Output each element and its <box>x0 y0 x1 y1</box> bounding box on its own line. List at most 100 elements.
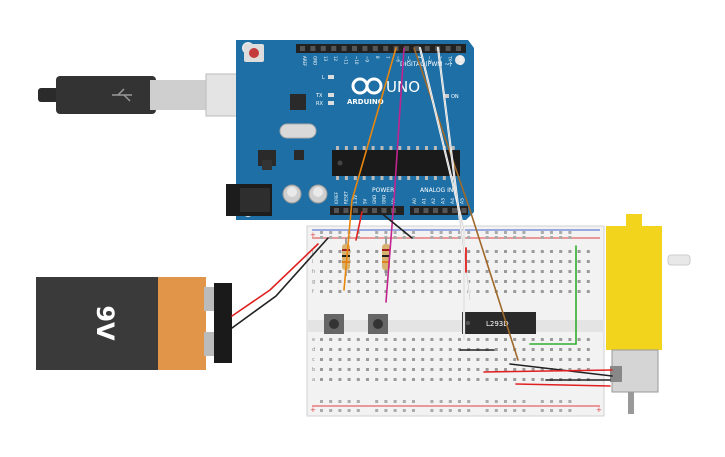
breadboard-hole[interactable] <box>586 270 590 273</box>
breadboard-hole[interactable] <box>439 378 443 381</box>
rail-hole[interactable] <box>320 409 323 412</box>
breadboard-hole[interactable] <box>421 260 425 263</box>
breadboard-hole[interactable] <box>384 358 388 361</box>
breadboard-hole[interactable] <box>550 338 553 341</box>
rail-hole[interactable] <box>384 236 388 239</box>
breadboard-hole[interactable] <box>320 290 323 293</box>
breadboard-hole[interactable] <box>476 250 480 253</box>
breadboard-hole[interactable] <box>467 250 471 253</box>
breadboard-hole[interactable] <box>448 280 452 283</box>
breadboard-hole[interactable] <box>522 348 526 351</box>
breadboard-hole[interactable] <box>476 290 480 293</box>
breadboard-hole[interactable] <box>568 280 572 283</box>
breadboard-hole[interactable] <box>577 368 581 371</box>
rail-hole[interactable] <box>522 236 526 239</box>
rail-hole[interactable] <box>402 400 406 403</box>
breadboard-hole[interactable] <box>476 358 480 361</box>
breadboard-hole[interactable] <box>586 338 590 341</box>
breadboard-hole[interactable] <box>577 280 581 283</box>
breadboard-hole[interactable] <box>531 250 535 253</box>
breadboard-hole[interactable] <box>402 290 406 293</box>
rail-hole[interactable] <box>522 409 526 412</box>
breadboard-hole[interactable] <box>430 358 434 361</box>
breadboard-hole[interactable] <box>347 378 351 381</box>
breadboard-hole[interactable] <box>329 368 333 371</box>
breadboard-hole[interactable] <box>531 368 535 371</box>
rail-hole[interactable] <box>522 400 526 403</box>
rail-hole[interactable] <box>393 409 397 412</box>
breadboard-hole[interactable] <box>513 270 517 273</box>
breadboard-hole[interactable] <box>338 378 342 381</box>
breadboard-hole[interactable] <box>448 368 452 371</box>
breadboard-hole[interactable] <box>393 338 397 341</box>
breadboard-hole[interactable] <box>439 270 443 273</box>
breadboard-hole[interactable] <box>458 270 461 273</box>
breadboard-hole[interactable] <box>513 358 517 361</box>
breadboard-hole[interactable] <box>522 270 526 273</box>
rail-hole[interactable] <box>375 231 379 234</box>
rail-hole[interactable] <box>375 409 379 412</box>
rail-hole[interactable] <box>375 236 379 239</box>
rail-hole[interactable] <box>402 409 406 412</box>
rail-hole[interactable] <box>356 236 360 239</box>
breadboard-hole[interactable] <box>366 250 369 253</box>
breadboard-hole[interactable] <box>393 368 397 371</box>
breadboard-hole[interactable] <box>421 270 425 273</box>
breadboard-hole[interactable] <box>577 250 581 253</box>
rail-hole[interactable] <box>559 236 563 239</box>
breadboard-hole[interactable] <box>448 270 452 273</box>
breadboard-hole[interactable] <box>412 358 415 361</box>
breadboard-hole[interactable] <box>338 348 342 351</box>
rail-hole[interactable] <box>559 400 563 403</box>
breadboard-hole[interactable] <box>421 338 425 341</box>
breadboard-hole[interactable] <box>485 378 489 381</box>
breadboard-hole[interactable] <box>356 368 360 371</box>
breadboard-hole[interactable] <box>402 348 406 351</box>
rail-hole[interactable] <box>338 400 342 403</box>
rail-hole[interactable] <box>494 231 498 234</box>
breadboard-hole[interactable] <box>485 250 489 253</box>
breadboard-hole[interactable] <box>366 280 369 283</box>
breadboard-hole[interactable] <box>467 378 471 381</box>
breadboard-hole[interactable] <box>375 260 379 263</box>
breadboard-hole[interactable] <box>439 280 443 283</box>
breadboard-hole[interactable] <box>356 260 360 263</box>
rail-hole[interactable] <box>384 231 388 234</box>
breadboard-hole[interactable] <box>513 260 517 263</box>
breadboard-hole[interactable] <box>494 358 498 361</box>
breadboard-hole[interactable] <box>375 270 379 273</box>
breadboard-hole[interactable] <box>458 250 461 253</box>
breadboard-hole[interactable] <box>522 378 526 381</box>
breadboard-hole[interactable] <box>559 250 563 253</box>
breadboard-hole[interactable] <box>467 260 471 263</box>
rail-hole[interactable] <box>412 400 415 403</box>
breadboard-hole[interactable] <box>476 270 480 273</box>
breadboard-hole[interactable] <box>531 280 535 283</box>
breadboard-hole[interactable] <box>531 260 535 263</box>
breadboard-hole[interactable] <box>467 270 471 273</box>
breadboard-hole[interactable] <box>494 260 498 263</box>
breadboard-hole[interactable] <box>522 338 526 341</box>
breadboard-hole[interactable] <box>430 280 434 283</box>
breadboard-hole[interactable] <box>513 338 517 341</box>
breadboard-hole[interactable] <box>586 260 590 263</box>
breadboard-hole[interactable] <box>347 270 351 273</box>
breadboard-hole[interactable] <box>458 378 461 381</box>
breadboard-hole[interactable] <box>540 270 544 273</box>
breadboard-hole[interactable] <box>366 368 369 371</box>
breadboard-hole[interactable] <box>320 280 323 283</box>
breadboard-hole[interactable] <box>430 378 434 381</box>
rail-hole[interactable] <box>329 409 333 412</box>
breadboard-hole[interactable] <box>320 250 323 253</box>
breadboard-hole[interactable] <box>467 338 471 341</box>
breadboard-hole[interactable] <box>439 348 443 351</box>
breadboard-hole[interactable] <box>402 270 406 273</box>
breadboard-hole[interactable] <box>494 280 498 283</box>
breadboard-hole[interactable] <box>439 368 443 371</box>
breadboard-hole[interactable] <box>448 250 452 253</box>
pushbutton-2[interactable] <box>368 314 388 334</box>
breadboard-hole[interactable] <box>375 378 379 381</box>
breadboard-hole[interactable] <box>577 270 581 273</box>
breadboard-hole[interactable] <box>522 260 526 263</box>
breadboard-hole[interactable] <box>338 280 342 283</box>
